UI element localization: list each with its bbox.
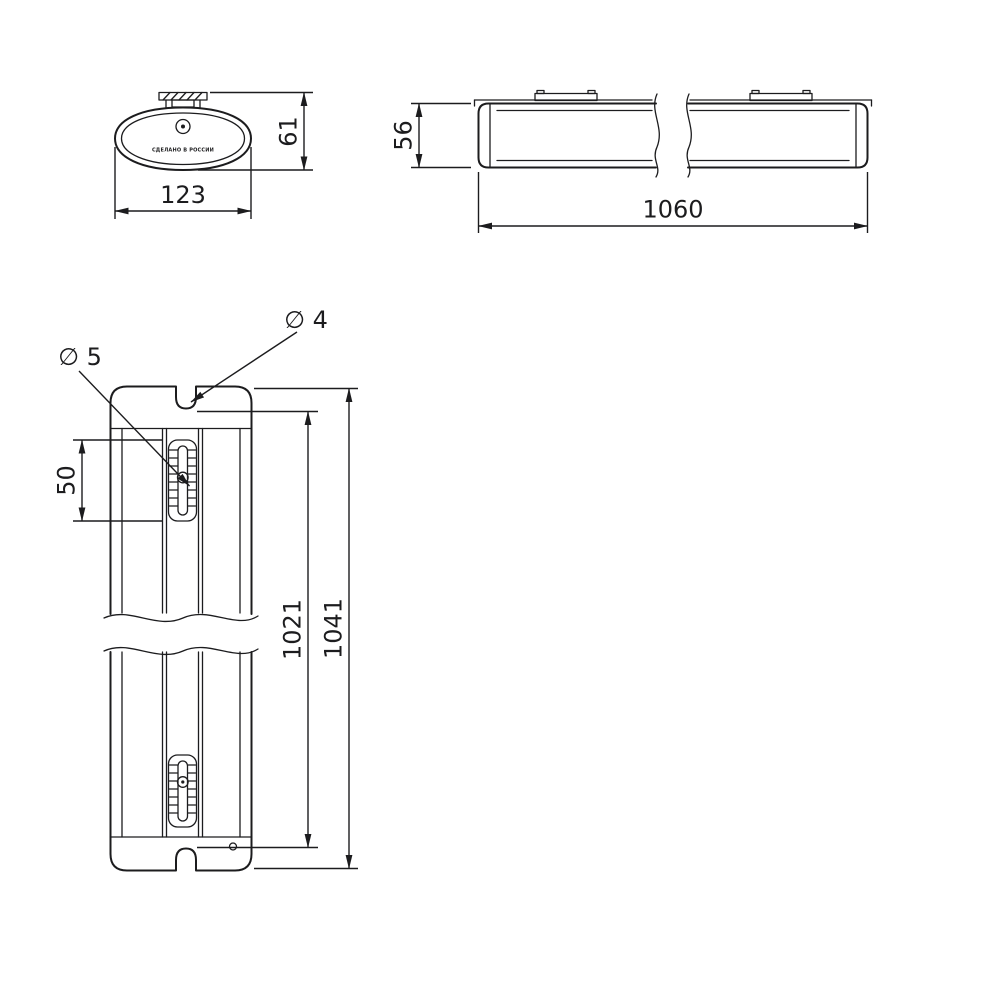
mounting-clip — [158, 91, 208, 109]
dimension-width-123: 123 — [114, 147, 252, 219]
leader-line — [190, 331, 298, 403]
mounting-bracket-left — [534, 89, 598, 102]
break-line-bottom — [103, 646, 259, 656]
hatch-line — [186, 91, 195, 101]
mounting-slot-top — [167, 439, 198, 522]
housing-inner-profile — [120, 112, 246, 166]
screw-head — [175, 118, 191, 135]
callout-diameter-4: ∅ 4 — [190, 306, 328, 403]
hatch-line — [194, 91, 203, 101]
dimension-1041: 1041 — [254, 387, 358, 870]
body-lower-segment — [109, 651, 253, 872]
hatch-line — [170, 91, 179, 101]
body-left-segment — [477, 102, 657, 169]
dimension-value: 56 — [390, 120, 418, 151]
break-line-right — [686, 93, 692, 178]
body-upper-segment — [109, 385, 253, 615]
bracket-lug — [751, 89, 760, 95]
slot-boss — [167, 754, 198, 828]
dimension-height-61: 61 — [198, 91, 313, 171]
dimension-length-1060: 1060 — [477, 172, 869, 233]
bracket-plate — [749, 92, 813, 102]
dimension-value: 1041 — [320, 598, 348, 659]
bracket-lug — [587, 89, 596, 95]
dimension-1021: 1021 — [197, 410, 318, 849]
screw-center-dot — [181, 124, 185, 129]
made-in-label: СДЕЛАНО В РОССИИ — [152, 148, 214, 154]
leader-line — [78, 370, 191, 487]
bracket-lug — [802, 89, 811, 95]
clip-foot-block — [171, 99, 195, 108]
cap-small-hole — [228, 842, 238, 851]
dimension-value: 61 — [275, 116, 303, 147]
housing-outer-profile — [114, 106, 252, 171]
dimension-slot-50: 50 — [53, 439, 162, 522]
dimension-value: 1021 — [279, 599, 307, 660]
dimension-value: 123 — [160, 181, 206, 209]
break-line-top — [103, 613, 259, 623]
body-right-segment — [687, 102, 869, 169]
hatch-line — [178, 91, 187, 101]
dimension-height-56: 56 — [390, 102, 471, 169]
mounting-slot-bottom — [167, 754, 198, 828]
side-view: 56 1060 — [390, 89, 873, 233]
end-view: СДЕЛАНО В РОССИИ 61 123 — [114, 91, 313, 219]
dimension-value: 50 — [53, 465, 81, 496]
dimension-value: 1060 — [642, 196, 703, 224]
plan-view: 50 1021 1041 ∅ 4 ∅ 5 — [53, 306, 358, 872]
break-line-left — [654, 93, 660, 178]
hatch-line — [162, 91, 171, 101]
mounting-bracket-right — [749, 89, 813, 102]
callout-diameter-5: ∅ 5 — [58, 343, 191, 487]
slot-hole — [176, 776, 189, 788]
slot-hole-center — [181, 780, 185, 784]
callout-label: ∅ 5 — [58, 343, 102, 371]
slot-boss — [167, 439, 198, 522]
callout-label: ∅ 4 — [284, 306, 328, 334]
slot-opening — [177, 760, 189, 822]
bracket-lug — [536, 89, 545, 95]
bracket-plate — [534, 92, 598, 102]
slot-opening — [177, 445, 189, 516]
